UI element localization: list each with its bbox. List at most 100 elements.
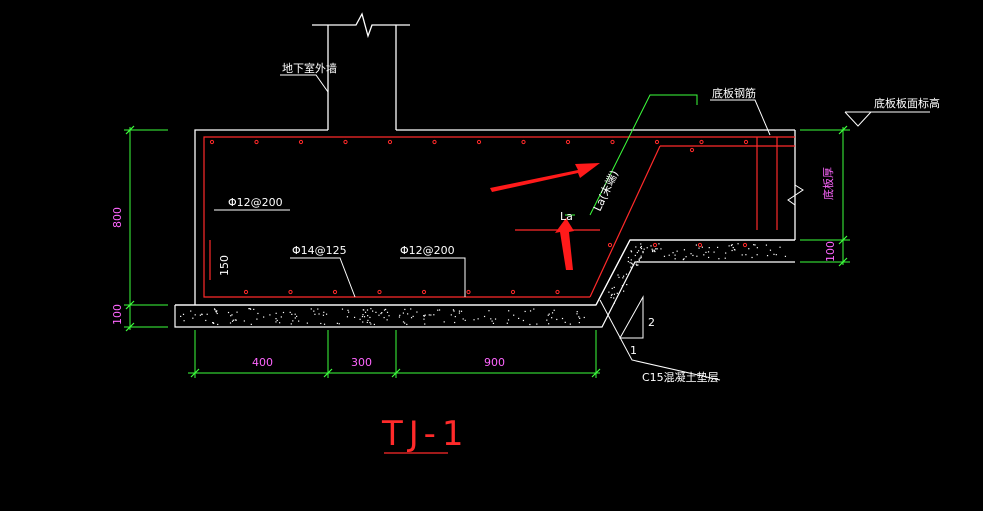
hatch-speck (362, 321, 364, 323)
cushion-layer (174, 239, 795, 328)
hatch-speck (182, 313, 185, 315)
hatch-speck (236, 311, 238, 313)
hatch-speck (732, 246, 734, 249)
hatch-speck (640, 245, 642, 248)
hatch-speck (773, 253, 775, 255)
hatch-speck (388, 315, 390, 317)
hatch-speck (654, 250, 656, 253)
anchorage-la-label: La (560, 210, 573, 223)
hatch-speck (613, 297, 615, 299)
hatch-speck (229, 322, 232, 324)
hatch-speck (279, 322, 281, 324)
hatch-speck (280, 316, 282, 318)
break-line-icon (312, 12, 410, 39)
rebar-dot (432, 139, 437, 145)
hatch-speck (636, 261, 639, 263)
hatch-speck (766, 255, 769, 257)
rebar-dots (209, 139, 749, 295)
hatch-speck (373, 323, 375, 326)
hatch-speck (617, 274, 619, 276)
hatch-speck (378, 314, 380, 316)
hatch-speck (630, 267, 633, 270)
hatch-speck (430, 314, 432, 316)
hatch-speck (613, 293, 616, 295)
hatch-speck (616, 292, 618, 294)
hatch-speck (464, 319, 466, 321)
hatch-speck (183, 320, 185, 322)
hatch-speck (663, 255, 666, 257)
hatch-speck (553, 309, 555, 311)
hatch-speck (454, 315, 456, 318)
hatch-speck (630, 259, 632, 261)
dimension-ticks (125, 125, 848, 378)
rebar-dot (699, 139, 704, 145)
hatch-speck (249, 308, 251, 310)
hatch-speck (651, 248, 653, 250)
rebar-bottom-1-label: Φ14@125 (292, 244, 347, 257)
hatch-speck (632, 264, 635, 266)
hatch-speck (650, 245, 652, 247)
hatch-speck (640, 246, 642, 249)
hatch-speck (611, 293, 613, 296)
hatch-speck (212, 322, 214, 324)
hatch-speck (346, 316, 349, 318)
rebar-dot (689, 147, 695, 153)
hatch-speck (668, 254, 670, 256)
hatch-speck (462, 318, 464, 320)
hatch-speck (243, 320, 245, 322)
rebar-dot (254, 139, 259, 145)
hatch-speck (215, 311, 217, 313)
hatch-speck (348, 311, 350, 313)
hatch-speck (703, 254, 705, 256)
rebar-dot (742, 242, 748, 248)
hatch-speck (248, 308, 250, 310)
foundation-outline (175, 129, 796, 306)
rebar-dot (209, 139, 215, 145)
hatch-speck (353, 316, 356, 319)
hatch-speck (318, 313, 320, 315)
hatch-speck (716, 246, 719, 249)
rebar-dot (510, 289, 516, 295)
hatch-speck (404, 308, 406, 311)
hatch-speck (298, 320, 300, 322)
rebar-top-label: Φ12@200 (228, 196, 283, 209)
rebar-dot (652, 242, 658, 248)
hatch-speck (518, 317, 520, 320)
hatch-speck (734, 249, 736, 251)
hatch-speck (508, 310, 510, 312)
hatch-speck (576, 313, 578, 315)
hatch-speck (322, 314, 325, 316)
rebar-dot (521, 139, 526, 145)
hatch-speck (314, 313, 316, 315)
hatch-speck (731, 244, 733, 246)
hatch-speck (320, 322, 322, 325)
rebar-dot (243, 289, 249, 295)
hatch-speck (424, 323, 426, 325)
hatch-speck (546, 319, 548, 321)
leader-lines (214, 74, 771, 381)
hatch-speck (622, 277, 624, 279)
hatch-speck (513, 314, 515, 316)
rebar-dot (387, 139, 393, 145)
hatch-speck (227, 311, 230, 314)
hatch-speck (192, 317, 194, 319)
hatch-speck (637, 264, 639, 266)
hatch-speck (569, 323, 571, 325)
hatch-speck (214, 309, 216, 311)
slab-elevation-label: 底板板面标高 (874, 96, 940, 110)
hatch-speck (674, 258, 676, 260)
hatch-speck (533, 308, 535, 310)
hatch-speck (275, 318, 277, 320)
hatch-speck (685, 256, 687, 258)
drawing-title: TJ-1 (381, 414, 469, 454)
hatch-speck (630, 250, 632, 252)
hatch-speck (386, 311, 389, 313)
hatch-speck (438, 309, 441, 311)
hatch-speck (622, 275, 625, 277)
rebar-bottom-2-label: Φ12@200 (400, 244, 455, 257)
hatch-speck (658, 243, 660, 245)
hatch-speck (548, 313, 550, 315)
hatch-speck (483, 315, 486, 318)
hatch-speck (381, 312, 383, 314)
